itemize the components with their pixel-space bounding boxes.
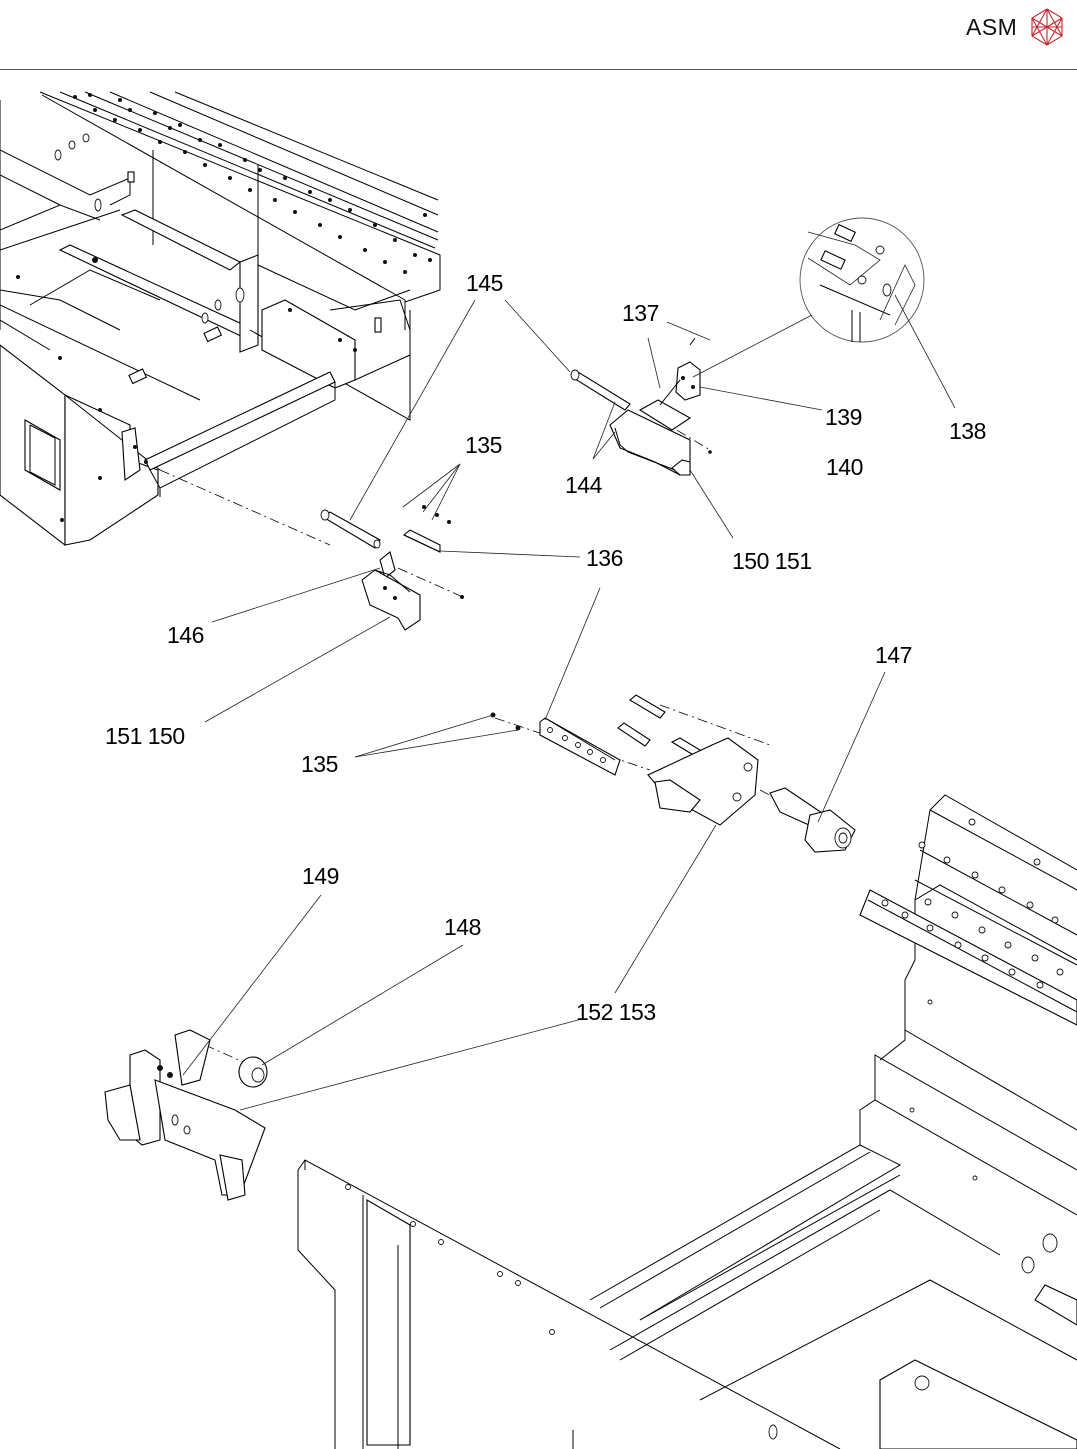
callout-139: 139 <box>825 404 862 430</box>
detail-magnifier-circle <box>799 217 925 343</box>
rail-bolt-holes <box>73 93 432 274</box>
callout-150-151: 150 151 <box>732 548 812 574</box>
upper-machine-frame <box>0 91 441 547</box>
callout-146: 146 <box>167 622 204 648</box>
header-divider <box>0 69 1077 70</box>
callout-136: 136 <box>586 545 623 571</box>
upper-carriage-assembly <box>570 337 712 476</box>
callout-135-upper: 135 <box>465 432 502 458</box>
lower-bracket-assembly <box>104 1029 268 1201</box>
callout-151-150: 151 150 <box>105 723 185 749</box>
callout-148: 148 <box>444 914 481 940</box>
callout-138: 138 <box>949 418 986 444</box>
right-rail-bolt-holes <box>881 818 1064 1181</box>
callout-145: 145 <box>466 270 503 296</box>
callout-147: 147 <box>875 642 912 668</box>
callout-137: 137 <box>622 300 659 326</box>
callout-135-lower: 135 <box>301 751 338 777</box>
callout-144: 144 <box>565 472 602 498</box>
callout-152-153: 152 153 <box>576 999 656 1025</box>
center-bracket-assembly <box>490 694 856 853</box>
brand-name: ASM <box>966 14 1018 40</box>
leader-lines <box>182 294 956 1111</box>
asm-hexagon-logo-icon <box>1031 8 1063 46</box>
lower-machine-frame <box>297 794 1077 1449</box>
callout-140: 140 <box>826 454 863 480</box>
left-bracket-assembly <box>320 505 464 631</box>
callout-149: 149 <box>302 863 339 889</box>
page-header: ASM <box>0 0 1077 70</box>
